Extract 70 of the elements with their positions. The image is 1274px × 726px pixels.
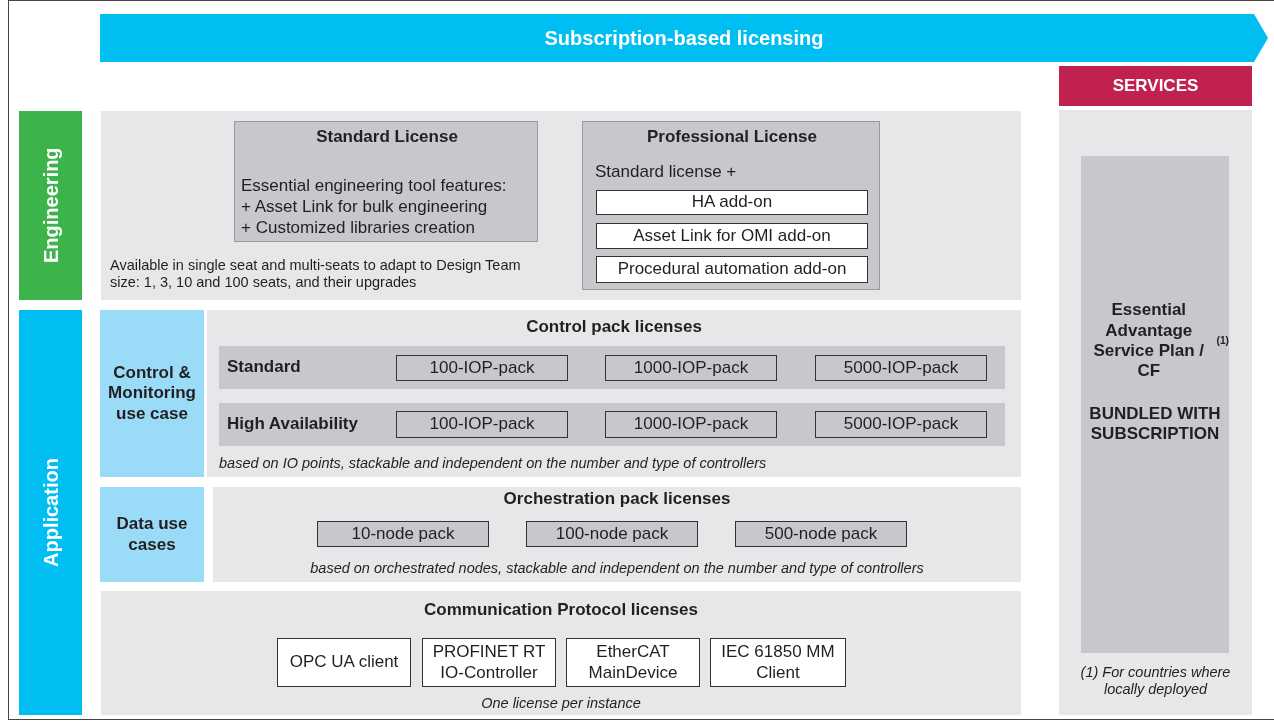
add-on-box	[596, 190, 868, 215]
category-bar	[19, 111, 82, 300]
use-case-label: Data use cases	[115, 513, 189, 556]
note-text: Available in single seat and multi-seats to adapt to Design Team size: 1, 3, 10 and 100 seats, and their upgrades	[110, 257, 522, 293]
pack-box	[396, 411, 568, 438]
license-title: Professional License	[645, 126, 819, 148]
panel-background	[101, 591, 1021, 715]
license-title: Standard License	[315, 126, 459, 148]
footnote-text: (1) For countries where locally deployed	[1079, 662, 1232, 699]
pack-label: 5000-IOP-pack	[842, 356, 960, 379]
note-text: based on orchestrated nodes, stackable and independent on the number and type of controllers	[309, 559, 925, 579]
add-on-box	[596, 256, 868, 283]
add-on-box	[596, 223, 868, 249]
panel-background	[1059, 110, 1252, 715]
row-label: Standard	[227, 356, 302, 379]
pack-label: 1000-IOP-pack	[632, 356, 750, 379]
pack-label: 100-IOP-pack	[428, 356, 536, 379]
feature-text: Essential engineering tool features:	[241, 176, 508, 196]
pack-label: EtherCAT MainDevice	[587, 641, 679, 684]
pack-box	[815, 411, 987, 438]
pack-label: 100-IOP-pack	[428, 413, 536, 436]
panel-title: Communication Protocol licenses	[423, 599, 699, 621]
note-text: based on IO points, stackable and independent on the number and type of controllers	[219, 455, 768, 473]
pack-label: 500-node pack	[763, 522, 879, 545]
pack-label: PROFINET RT IO-Controller	[431, 641, 547, 684]
header-text: SERVICES	[1111, 74, 1200, 97]
protocol-box	[710, 638, 846, 687]
use-case-label: Control & Monitoring use case	[107, 361, 197, 425]
feature-text: + Customized libraries creation	[241, 218, 476, 238]
pack-box	[317, 521, 489, 547]
pack-label: 1000-IOP-pack	[632, 413, 750, 436]
pack-box	[526, 521, 698, 547]
pack-box	[605, 355, 777, 381]
license-box	[582, 121, 880, 290]
service-plan-box	[1081, 156, 1229, 653]
panel-background	[207, 310, 1021, 477]
pack-label: OPC UA client	[288, 651, 400, 674]
category-label: Application	[38, 457, 63, 569]
pack-label: IEC 61850 MM Client	[720, 641, 836, 684]
panel-title: Orchestration pack licenses	[502, 488, 732, 510]
body-text: Standard license +	[595, 162, 738, 182]
row-label: High Availability	[227, 413, 359, 436]
pack-label: 100-node pack	[554, 522, 670, 545]
license-box	[234, 121, 538, 242]
license-row	[219, 403, 1005, 446]
panel-title: Control pack licenses	[525, 316, 703, 338]
feature-text: + Asset Link for bulk engineering	[241, 197, 489, 217]
use-case-box	[100, 310, 204, 477]
banner-title: Subscription-based licensing	[543, 26, 825, 51]
protocol-box	[566, 638, 700, 687]
license-row	[219, 346, 1005, 389]
pack-box	[815, 355, 987, 381]
protocol-box	[422, 638, 556, 687]
add-on-label: HA add-on	[690, 191, 774, 214]
protocol-box	[277, 638, 411, 687]
add-on-label: Asset Link for OMI add-on	[632, 224, 832, 247]
bundle-text: BUNDLED WITH SUBSCRIPTION	[1088, 402, 1222, 445]
section-header	[1059, 66, 1252, 106]
panel-background	[213, 487, 1021, 582]
panel-background	[101, 111, 1021, 300]
use-case-box	[100, 487, 204, 582]
pack-box	[605, 411, 777, 438]
category-label: Engineering	[38, 146, 63, 266]
pack-box	[396, 355, 568, 381]
pack-box	[735, 521, 907, 547]
add-on-label: Procedural automation add-on	[616, 258, 848, 281]
pack-label: 10-node pack	[350, 522, 456, 545]
category-bar	[19, 310, 82, 715]
pack-label: 5000-IOP-pack	[842, 413, 960, 436]
note-text: One license per instance	[480, 694, 642, 714]
